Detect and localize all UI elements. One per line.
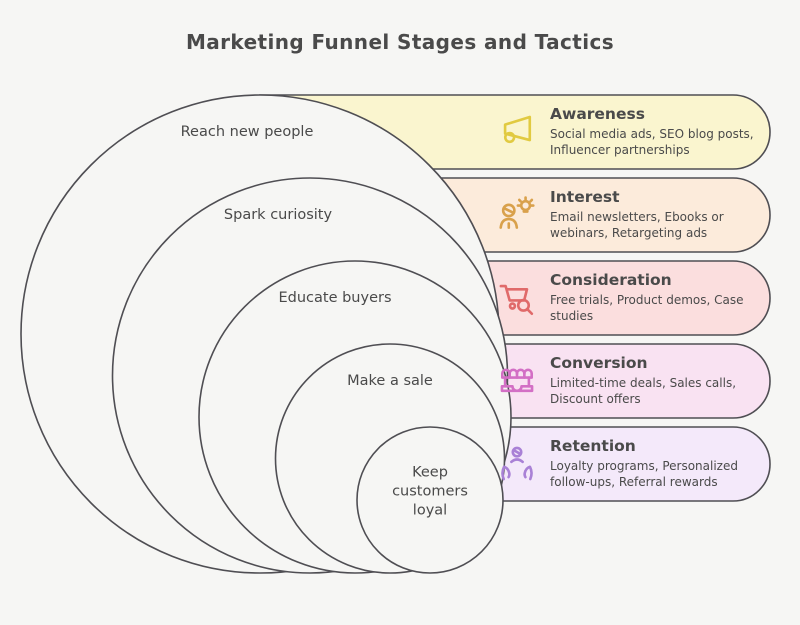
circle-retention: [356, 426, 504, 574]
stage-tactics: Loyalty programs, Personalized follow-up…: [550, 459, 738, 489]
stage-tactics: Social media ads, SEO blog posts, Influe…: [550, 127, 754, 157]
stage-row-interest: Interest Email newsletters, Ebooks or we…: [496, 178, 772, 252]
stage-row-retention: Retention Loyalty programs, Personalized…: [496, 427, 772, 501]
circle-label-interest: Spark curiosity: [223, 207, 333, 223]
stage-name: Interest: [550, 188, 620, 207]
stage-tactics: Free trials, Product demos, Case studies: [550, 293, 744, 323]
stage-name: Retention: [550, 437, 636, 456]
band-retention: [429, 426, 771, 502]
stage-name: Consideration: [550, 271, 672, 290]
stage-tactics: Email newsletters, Ebooks or webinars, R…: [550, 210, 724, 240]
megaphone-icon: [496, 111, 538, 153]
cart-search-icon: [496, 277, 538, 319]
person-idea-icon: [496, 194, 538, 236]
stage-row-awareness: Awareness Social media ads, SEO blog pos…: [496, 95, 772, 169]
funnel-circles: [20, 94, 512, 574]
stage-row-conversion: Conversion Limited-time deals, Sales cal…: [496, 344, 772, 418]
stage-name: Awareness: [550, 105, 645, 124]
circle-label-consideration: Educate buyers: [278, 290, 392, 306]
circle-label-awareness: Reach new people: [180, 124, 314, 140]
caring-hands-icon: [496, 443, 538, 485]
circle-label-retention: Keep customers loyal: [392, 464, 468, 519]
stage-name: Conversion: [550, 354, 648, 373]
circle-label-conversion: Make a sale: [347, 373, 433, 389]
stage-tactics: Limited-time deals, Sales calls, Discoun…: [550, 376, 737, 406]
page-title: Marketing Funnel Stages and Tactics: [185, 30, 615, 54]
stage-row-consideration: Consideration Free trials, Product demos…: [496, 261, 772, 335]
storefront-icon: [496, 360, 538, 402]
